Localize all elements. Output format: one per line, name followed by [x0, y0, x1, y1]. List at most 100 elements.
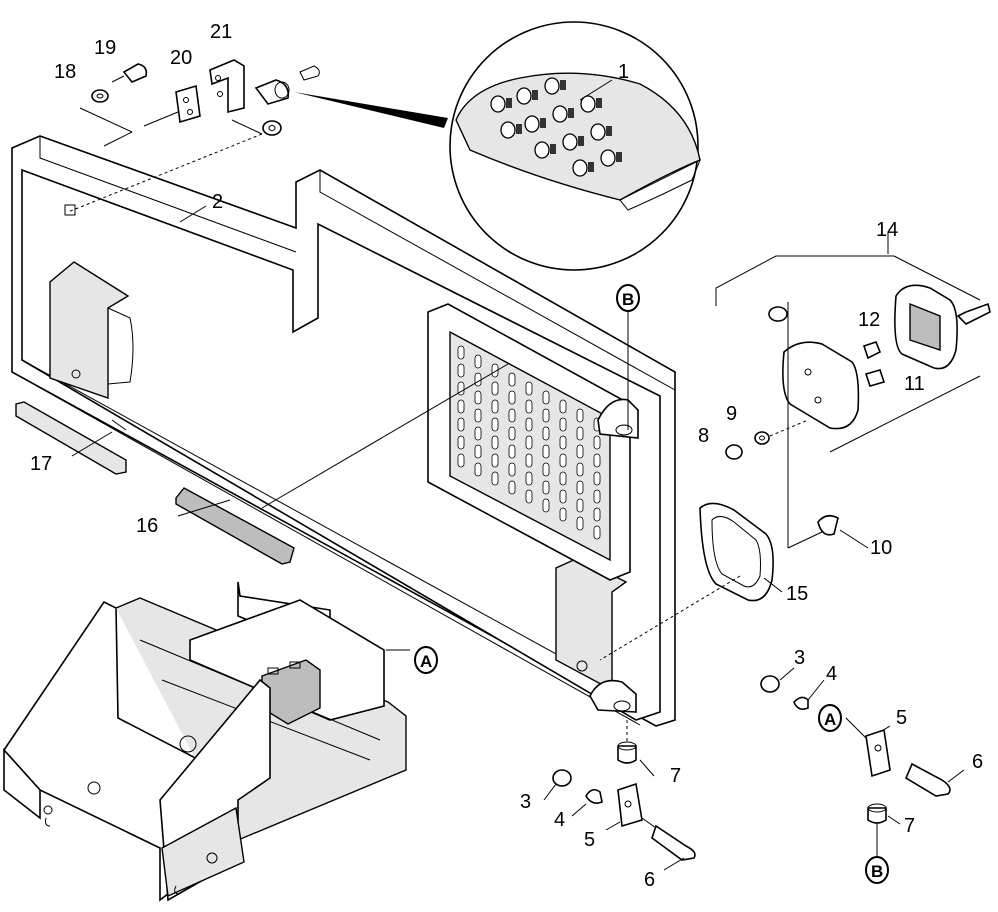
callout-3a: 3 — [794, 647, 805, 669]
ref-marker-a-right: A — [818, 704, 842, 732]
grille-slot — [491, 435, 499, 450]
grille-slot — [542, 462, 550, 477]
grille-slot — [525, 489, 533, 504]
grille-slot — [474, 426, 482, 441]
grille-slot — [457, 453, 465, 468]
grille-slot — [593, 507, 601, 522]
grille-slot — [525, 381, 533, 396]
callout-2: 2 — [212, 191, 223, 213]
grille-slot — [474, 390, 482, 405]
lock-cylinder — [552, 105, 568, 123]
lock-cylinder — [544, 77, 560, 95]
grille-slot — [491, 381, 499, 396]
grille-slot — [559, 417, 567, 432]
grille-slot — [508, 444, 516, 459]
lock-cylinder — [500, 121, 516, 139]
grille-slot — [474, 354, 482, 369]
grille-slot — [508, 462, 516, 477]
callout-7a: 7 — [670, 765, 681, 787]
callout-7b: 7 — [904, 815, 915, 837]
lock-cylinder — [590, 123, 606, 141]
grille-slot — [491, 471, 499, 486]
grille-slot — [542, 408, 550, 423]
grille-slot — [457, 381, 465, 396]
svg-text:B: B — [622, 290, 634, 309]
callout-14: 14 — [876, 219, 898, 241]
grille-slot — [559, 453, 567, 468]
grille-slot — [576, 480, 584, 495]
grille-slot — [559, 507, 567, 522]
grille-slot — [542, 426, 550, 441]
grille-slot — [593, 471, 601, 486]
panel-frame — [11, 135, 676, 727]
lock-key — [596, 98, 602, 108]
grille-slot — [508, 408, 516, 423]
grille-slot — [474, 444, 482, 459]
lock-cylinder — [490, 95, 506, 113]
grille-slot — [576, 408, 584, 423]
grille-slot — [457, 399, 465, 414]
strip-16 — [175, 487, 295, 565]
callout-11: 11 — [904, 373, 925, 395]
grille-slot — [474, 372, 482, 387]
grille-slot — [576, 444, 584, 459]
callout-16: 16 — [136, 515, 158, 537]
detail-bag-of-locks — [449, 21, 701, 271]
hook-lower — [589, 679, 637, 713]
callout-17: 17 — [30, 453, 52, 475]
grille-slot — [593, 435, 601, 450]
grille-slot — [525, 453, 533, 468]
callout-21: 21 — [210, 21, 232, 43]
grille-slot — [559, 489, 567, 504]
grille-slot — [593, 489, 601, 504]
grille-slot — [576, 516, 584, 531]
ref-marker-b-bottom: B — [865, 856, 889, 884]
grille-slot — [559, 435, 567, 450]
lock-cylinder — [524, 115, 540, 133]
lock-key — [540, 118, 546, 128]
callout-4a: 4 — [826, 663, 837, 685]
lock-cylinder — [562, 133, 578, 151]
lock-key — [606, 126, 612, 136]
grille-slot — [491, 417, 499, 432]
grille-slot — [576, 426, 584, 441]
grille-slot — [508, 426, 516, 441]
pin-assembly-right — [760, 675, 951, 856]
grille-slot — [491, 453, 499, 468]
lock-key — [560, 80, 566, 90]
lock-key — [578, 136, 584, 146]
callout-5a: 5 — [896, 707, 907, 729]
callout-15: 15 — [786, 583, 808, 605]
strip-17 — [15, 401, 127, 475]
grille-slot — [559, 399, 567, 414]
grille-slot — [457, 435, 465, 450]
svg-text:A: A — [824, 710, 836, 729]
lock-cylinder — [580, 95, 596, 113]
grille-slot — [593, 453, 601, 468]
lock-key — [588, 162, 594, 172]
grille-slot — [457, 417, 465, 432]
callout-20: 20 — [170, 47, 192, 69]
loop-handle-15 — [599, 502, 774, 661]
handle-group — [715, 255, 991, 549]
callout-6b: 6 — [644, 869, 655, 891]
lock-cylinder — [600, 149, 616, 167]
callout-19: 19 — [94, 37, 116, 59]
chassis-frame — [2, 581, 407, 902]
grille-slot — [474, 408, 482, 423]
grille-slot — [542, 498, 550, 513]
grille-slot — [542, 390, 550, 405]
grille-slot — [474, 462, 482, 477]
lock-cylinder — [572, 159, 588, 177]
ref-marker-b-top: B — [616, 284, 640, 312]
lock-key — [550, 144, 556, 154]
lock-key — [532, 90, 538, 100]
lock-key — [616, 152, 622, 162]
callout-8: 8 — [698, 425, 709, 447]
grille-slot — [457, 345, 465, 360]
callout-numbers: 1 2 3 3 4 4 5 5 6 6 7 7 8 9 10 11 12 14 … — [30, 21, 983, 891]
svg-text:B: B — [871, 862, 883, 881]
grille-slot — [525, 399, 533, 414]
grille-slot — [525, 417, 533, 432]
